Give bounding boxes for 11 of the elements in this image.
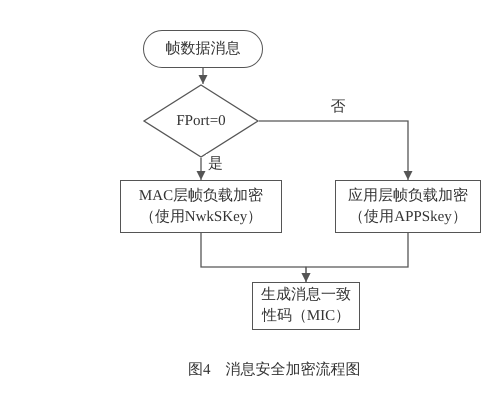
process-box: MAC层帧负载加密（使用NwkSKey） — [120, 180, 282, 233]
arrow — [196, 158, 206, 180]
edge-label: 是 — [206, 154, 225, 173]
start-terminal: 帧数据消息 — [143, 30, 263, 68]
edge-label: 否 — [328, 97, 348, 116]
arrow — [198, 68, 208, 84]
arrow — [302, 233, 409, 282]
process-box: 应用层帧负载加密（使用APPSkey） — [335, 180, 481, 233]
caption: 图4 消息安全加密流程图 — [188, 360, 360, 379]
process-box: 生成消息一致性码（MIC） — [252, 282, 360, 330]
arrow — [259, 120, 412, 180]
